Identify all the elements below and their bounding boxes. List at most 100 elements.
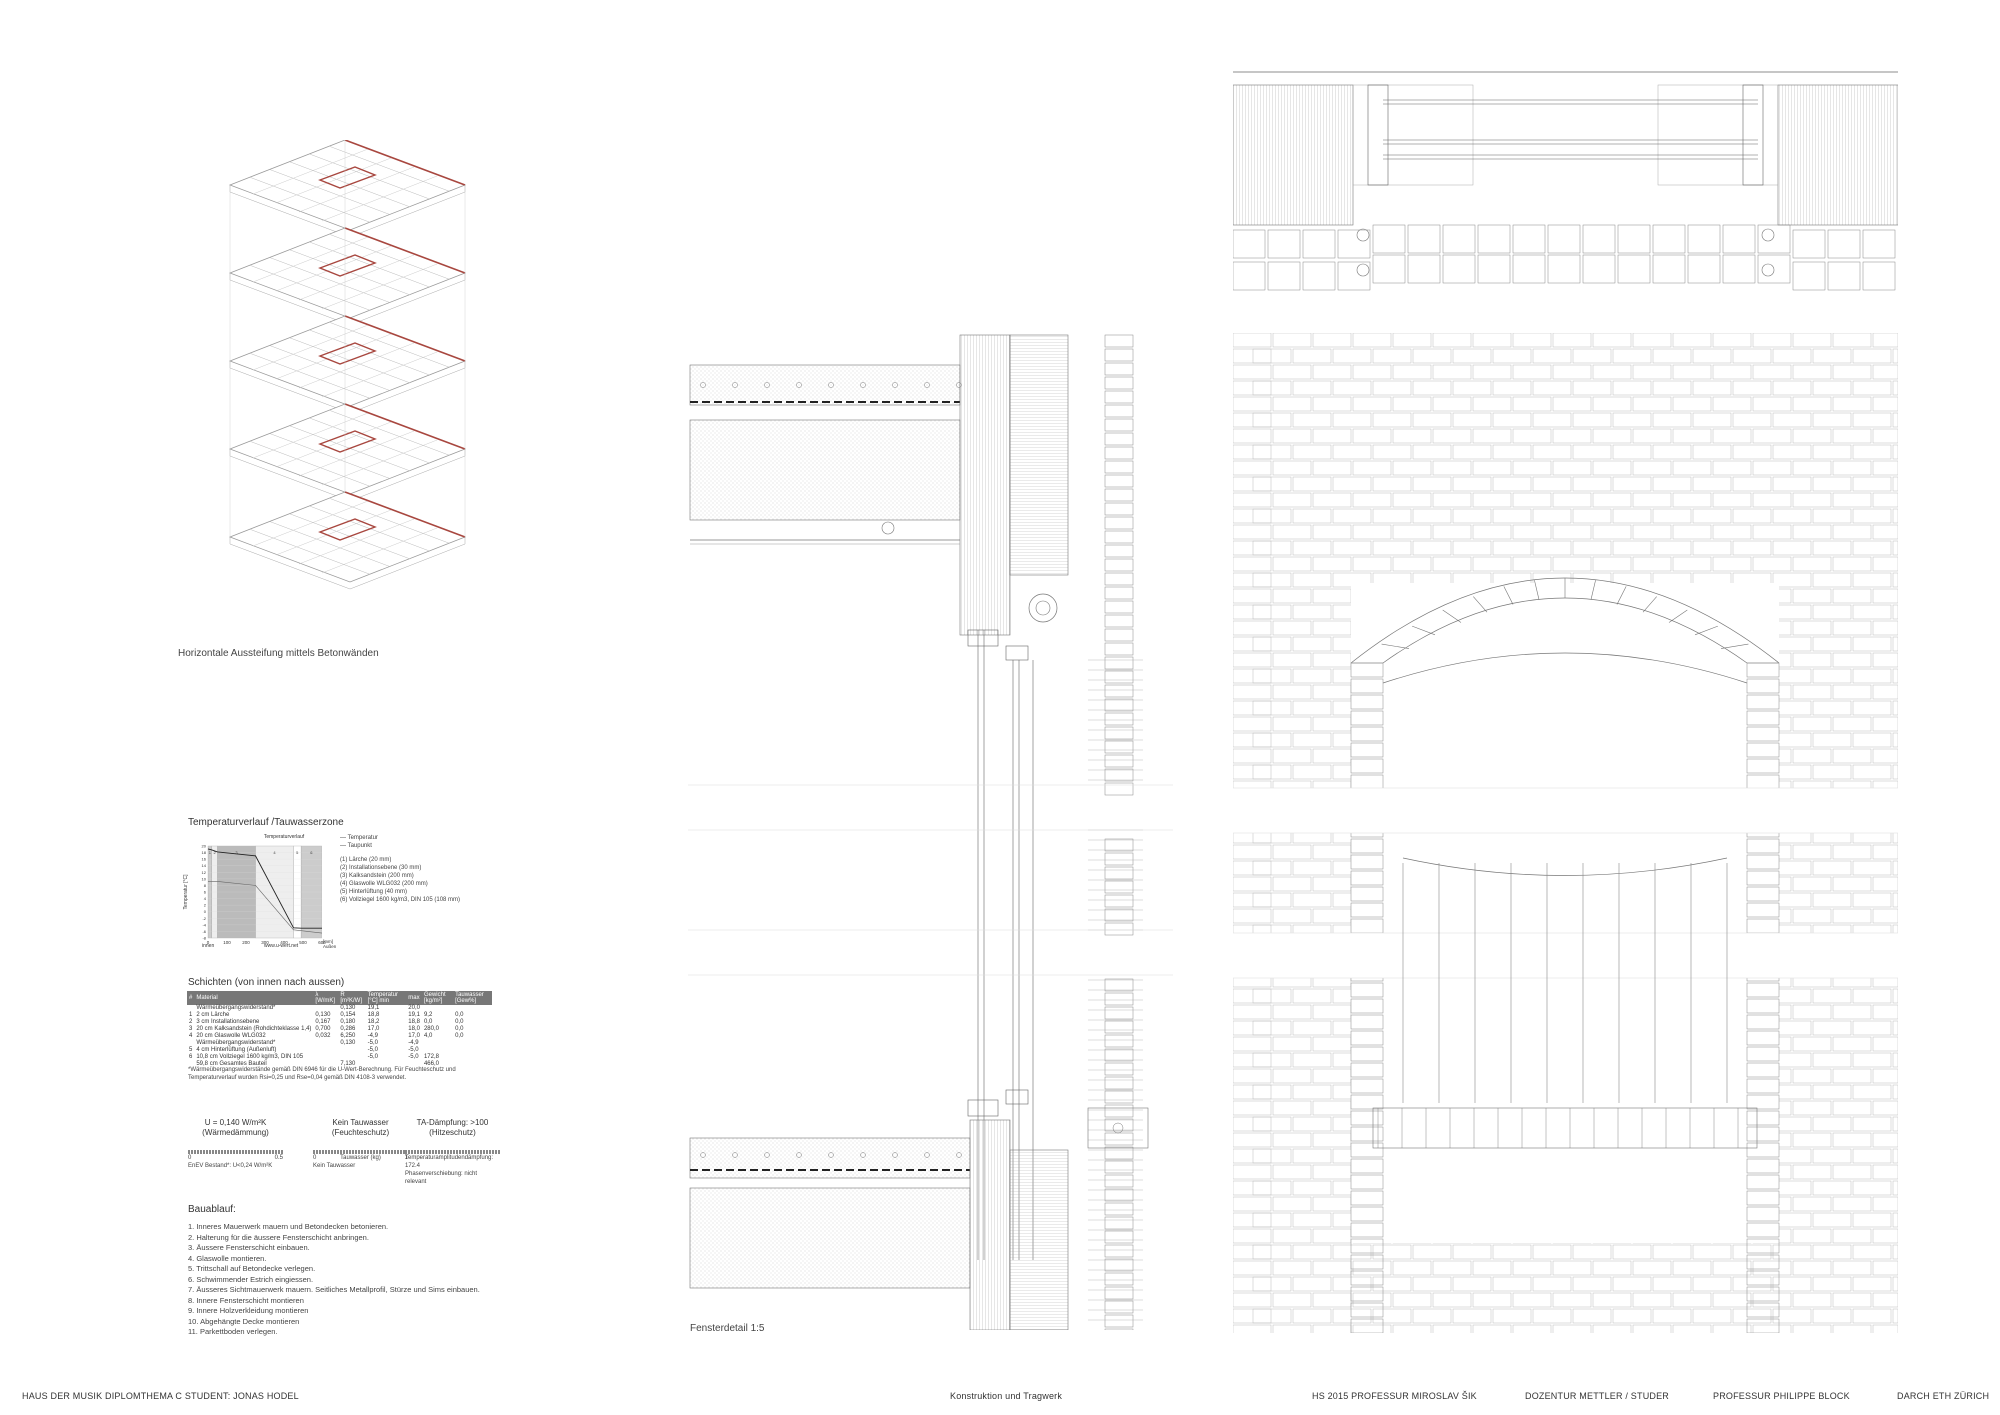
- lower-screed: [689, 1137, 971, 1179]
- layers-cell: -5,0: [367, 1054, 378, 1060]
- ceiling-lamp: [881, 521, 895, 535]
- plan-wall-right: [1777, 84, 1898, 226]
- layers-cell: 0,286: [340, 1026, 356, 1032]
- plan-anchor-1: [1356, 228, 1370, 242]
- summary-note: Kein Tauwasser: [313, 1163, 356, 1169]
- list-item: 7. Äusseres Sichtmauerwerk mauern. Seitl…: [188, 1285, 480, 1294]
- list-item: 5. Trittschall auf Betondecke verlegen.: [188, 1264, 316, 1273]
- inner-wall-lower: [969, 1119, 1011, 1330]
- layers-cell: 0,032: [315, 1033, 331, 1039]
- layers-cell: 20,0: [408, 1005, 420, 1011]
- temp-ytick: 8: [204, 883, 207, 888]
- layers-cell: 0,0: [455, 1012, 464, 1018]
- footer-professor: PROFESSUR PHILIPPE BLOCK: [1713, 1391, 1850, 1401]
- temp-xtick: 100: [223, 940, 231, 945]
- layers-cell: 2 cm Lärche: [196, 1012, 230, 1018]
- temp-chart-inner-title: Temperaturverlauf: [264, 834, 305, 840]
- layers-header-cell: λ [W/mK]: [313, 991, 339, 1005]
- temp-chart-source: www.u-wert.net: [264, 943, 299, 949]
- window-plan-detail: [1233, 71, 1898, 291]
- layers-cell: -5,0: [367, 1047, 378, 1053]
- axo-floor-1: [228, 140, 467, 238]
- layer-legend-item: (1) Lärche (20 mm): [340, 857, 392, 863]
- plan-anchor-2: [1356, 263, 1370, 277]
- layers-cell: [453, 1047, 492, 1054]
- legend-temperature: — Temperatur: [340, 835, 378, 841]
- layers-cell: [313, 1047, 338, 1054]
- layers-cell: 9,2: [423, 1012, 433, 1018]
- layers-cell: [453, 1005, 492, 1012]
- inner-wall-upper: [959, 334, 1011, 636]
- layers-cell: [187, 1040, 194, 1047]
- layers-cell: 280,0: [423, 1026, 439, 1032]
- temp-ytick: 4: [204, 896, 207, 901]
- layers-cell: -5,0: [367, 1040, 378, 1046]
- list-item: 1. Inneres Mauerwerk mauern und Betondec…: [188, 1222, 389, 1231]
- layers-header-cell: Temperatur [°C] min: [365, 991, 407, 1005]
- table-row: Wärmeübergangswiderstand*0,130-5,0-4,9: [187, 1040, 492, 1047]
- layer-legend-list: (1) Lärche (20 mm)(2) Installationsebene…: [340, 856, 460, 904]
- footer-school: DARCH ETH ZÜRICH: [1897, 1391, 1990, 1401]
- sill-brick-row: [1372, 1107, 1758, 1149]
- layers-header-cell: #: [187, 991, 195, 1005]
- layers-cell: [338, 1054, 365, 1061]
- layers-cell: 7,130: [340, 1061, 356, 1067]
- temp-ytick: 16: [202, 857, 207, 862]
- temp-ytick: 10: [202, 876, 207, 881]
- summary-value: TA-Dämpfung: >100: [416, 1118, 489, 1127]
- list-item: 4. Glaswolle montieren.: [188, 1253, 267, 1263]
- layers-header-cell: Tauwasser [Gew%]: [453, 991, 492, 1005]
- layers-cell: [422, 1005, 453, 1012]
- layers-header-cell: Gewicht [kg/m²]: [421, 991, 454, 1005]
- temp-xtick: 600: [318, 940, 326, 945]
- summary-sub: (Hitzeschutz): [429, 1128, 476, 1137]
- layers-cell: 2: [189, 1019, 193, 1025]
- layers-cell: 4 cm Hinterlüftung (Außenluft): [196, 1047, 277, 1053]
- layers-cell: [313, 1040, 338, 1047]
- layers-cell: 0,154: [340, 1012, 356, 1018]
- plan-anchor-4: [1761, 263, 1775, 277]
- summary-note: Temperaturamplitudendämpfung: 172.4: [405, 1155, 494, 1169]
- layers-cell: 20 cm Glaswolle WLG032: [196, 1033, 266, 1039]
- layers-cell: 19,1: [408, 1012, 420, 1018]
- temp-chart-ylabel: Temperatur [°C]: [183, 874, 189, 910]
- temp-ytick: 14: [202, 863, 207, 868]
- layers-cell: 172,8: [423, 1054, 439, 1060]
- inner-window-curve: [1402, 857, 1728, 876]
- upper-screed: [689, 364, 961, 406]
- summary-note: EnEV Bestand*: U<0,24 W/m²K: [188, 1163, 273, 1169]
- temp-xtick: 0: [207, 940, 210, 945]
- footer-subject: Konstruktion und Tragwerk: [950, 1391, 1063, 1401]
- temp-ytick: -8: [202, 936, 206, 941]
- detail-caption: Fensterdetail 1:5: [690, 1323, 765, 1334]
- layers-cell: Wärmeübergangswiderstand*: [196, 1040, 276, 1046]
- temp-ytick: -6: [202, 929, 206, 934]
- layer-legend-item: (3) Kalksandstein (200 mm): [340, 873, 414, 879]
- summary-value: U = 0,140 W/m²K: [204, 1118, 267, 1127]
- temp-ytick: 6: [204, 890, 207, 895]
- bauablauf-title: Bauablauf:: [188, 1204, 236, 1215]
- layers-cell: [422, 1047, 453, 1054]
- layers-cell: [453, 1054, 492, 1061]
- layer-legend-item: (4) Glaswolle WLG032 (200 mm): [340, 881, 428, 887]
- layers-header-cell: Material: [194, 991, 314, 1005]
- axonometric-floor-stack: [228, 140, 467, 590]
- layers-cell: 0,130: [315, 1012, 331, 1018]
- temp-chart-x-outside: Außen: [323, 944, 337, 949]
- temp-chart-legend: — Temperatur — Taupunkt (1) Lärche (20 m…: [340, 834, 460, 904]
- temp-chart-title: Temperaturverlauf /Tauwasserzone: [188, 817, 344, 828]
- layers-cell: 18,8: [408, 1019, 420, 1025]
- summary-block-3: TA-Dämpfung: >100(Hitzeschutz) Temperatur…: [405, 1118, 500, 1186]
- temp-ytick: 12: [202, 870, 207, 875]
- layers-header-cell: max: [406, 991, 422, 1005]
- layers-cell: 0,0: [455, 1019, 464, 1025]
- layers-cell: [338, 1047, 365, 1054]
- temp-xtick: 300: [261, 940, 269, 945]
- layer-legend-item: (5) Hinterlüftung (40 mm): [340, 889, 408, 895]
